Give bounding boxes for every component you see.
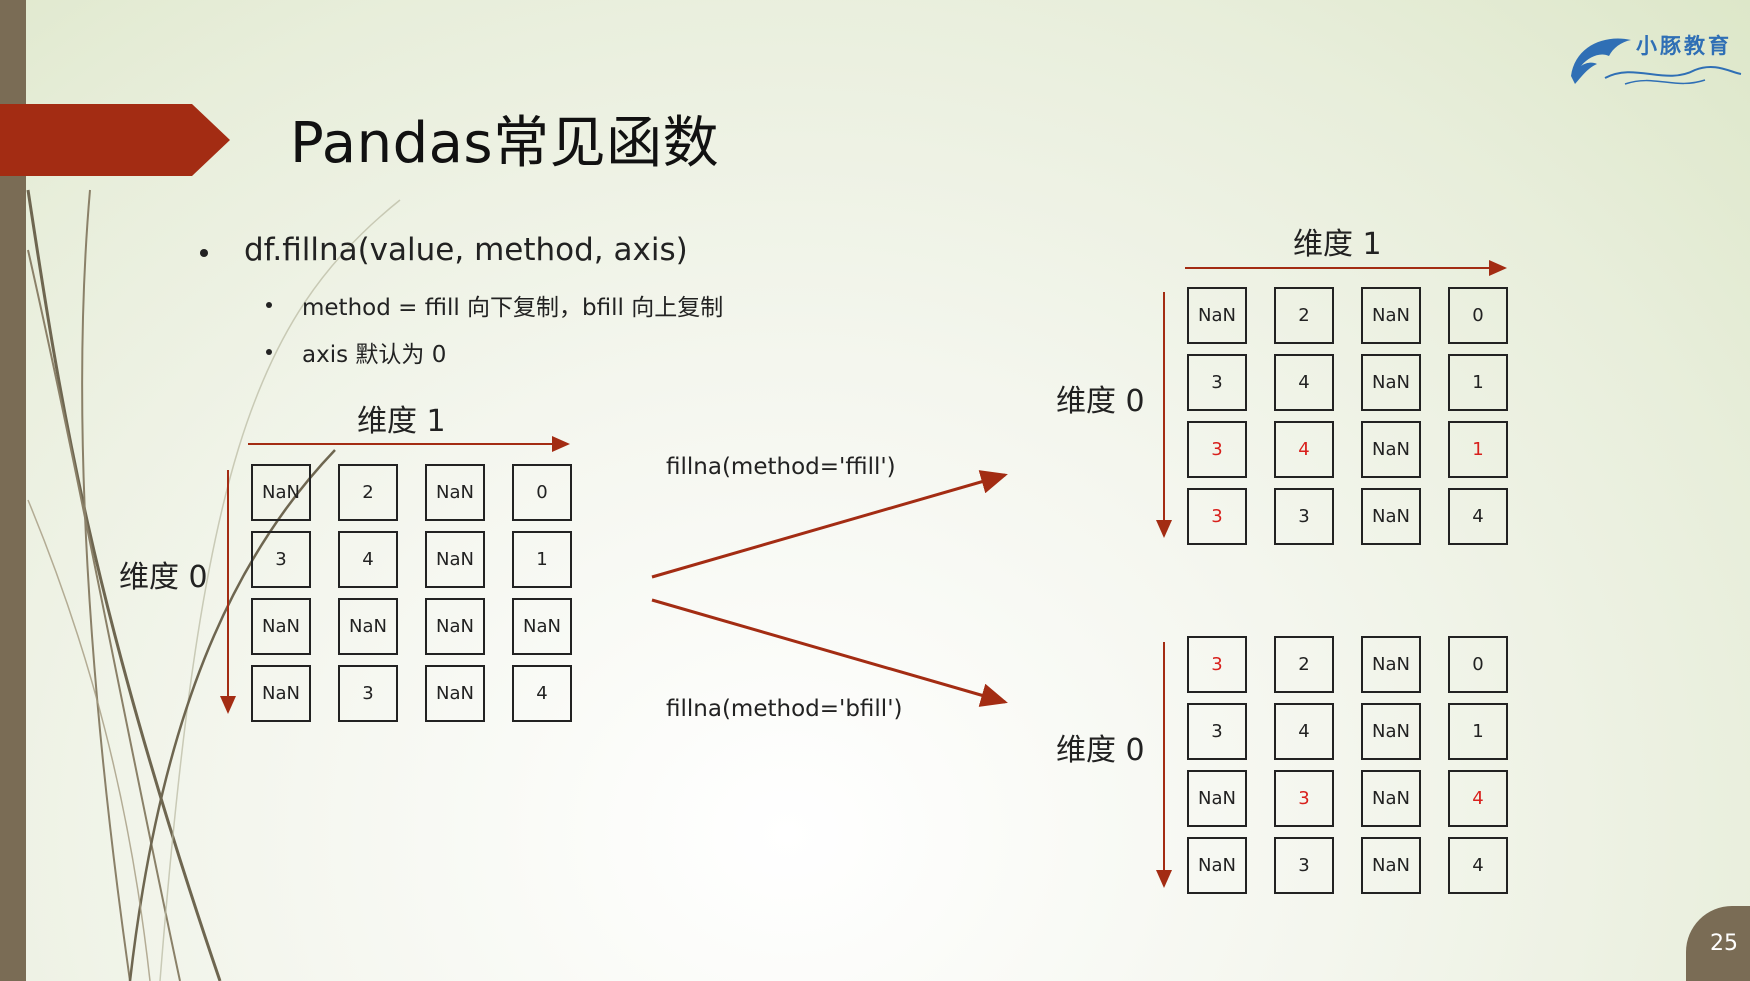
bullet-dot: [266, 302, 272, 308]
grid-cell: NaN: [1187, 770, 1247, 827]
grid-cell: 3: [1274, 488, 1334, 545]
grid-cell: NaN: [1361, 421, 1421, 478]
source-axis1-label: 维度 1: [357, 404, 446, 439]
grid-cell: 0: [1448, 636, 1508, 693]
grid-cell: 1: [1448, 703, 1508, 760]
ffill-axis1-label: 维度 1: [1293, 227, 1382, 262]
grid-cell: 3: [1274, 837, 1334, 894]
grid-cell: 4: [1448, 488, 1508, 545]
bfill-arrow: [651, 598, 1008, 707]
grid-cell: NaN: [1361, 703, 1421, 760]
grid-cell: NaN: [512, 598, 572, 655]
grid-cell: 0: [512, 464, 572, 521]
grid-cell: 4: [1274, 354, 1334, 411]
grid-cell: NaN: [1361, 837, 1421, 894]
dolphin-logo-icon: [1571, 38, 1742, 85]
grid-cell: NaN: [425, 464, 485, 521]
grid-cell: NaN: [251, 464, 311, 521]
grid-cell: 3: [1187, 354, 1247, 411]
grid-cell: 3: [1187, 636, 1247, 693]
grid-cell: NaN: [251, 598, 311, 655]
bullet-main: df.fillna(value, method, axis): [244, 232, 688, 268]
bfill-label: fillna(method='bfill'): [666, 696, 903, 722]
grid-cell: 3: [1187, 488, 1247, 545]
grid-cell: NaN: [425, 665, 485, 722]
grid-cell: NaN: [1187, 287, 1247, 344]
logo-text: 小豚教育: [1636, 34, 1732, 58]
grid-cell: NaN: [251, 665, 311, 722]
grid-cell: 3: [338, 665, 398, 722]
grid-cell: 4: [1448, 770, 1508, 827]
grid-cell: NaN: [1361, 488, 1421, 545]
bullet-dot: [200, 249, 208, 257]
grid-cell: NaN: [425, 598, 485, 655]
grid-cell: NaN: [425, 531, 485, 588]
grid-cell: 1: [512, 531, 572, 588]
grid-cell: 4: [338, 531, 398, 588]
bullet-method: method = ffill 向下复制，bfill 向上复制: [302, 295, 724, 321]
grid-cell: 1: [1448, 421, 1508, 478]
bullet-axis: axis 默认为 0: [302, 342, 447, 368]
slide-title: Pandas常见函数: [290, 111, 720, 176]
grid-cell: NaN: [1361, 636, 1421, 693]
grid-cell: NaN: [1187, 837, 1247, 894]
grid-cell: 3: [1187, 421, 1247, 478]
grid-cell: 3: [251, 531, 311, 588]
grid-cell: 0: [1448, 287, 1508, 344]
ffill-label: fillna(method='ffill'): [666, 454, 896, 480]
bullet-dot: [266, 349, 272, 355]
grid-cell: NaN: [338, 598, 398, 655]
source-axis0-label: 维度 0: [119, 560, 208, 595]
ffill-axis0-label: 维度 0: [1056, 384, 1145, 419]
grid-cell: 3: [1187, 703, 1247, 760]
ffill-arrow: [651, 470, 1008, 579]
grid-cell: 2: [338, 464, 398, 521]
grid-cell: NaN: [1361, 770, 1421, 827]
grid-cell: 4: [1274, 703, 1334, 760]
grid-cell: NaN: [1361, 354, 1421, 411]
grid-cell: 4: [1274, 421, 1334, 478]
grid-cell: 3: [1274, 770, 1334, 827]
grid-cell: 1: [1448, 354, 1508, 411]
grid-cell: 4: [512, 665, 572, 722]
bfill-axis0-label: 维度 0: [1056, 733, 1145, 768]
grid-cell: 4: [1448, 837, 1508, 894]
grid-cell: 2: [1274, 287, 1334, 344]
title-ribbon: [0, 104, 230, 176]
grid-cell: NaN: [1361, 287, 1421, 344]
grid-cell: 2: [1274, 636, 1334, 693]
